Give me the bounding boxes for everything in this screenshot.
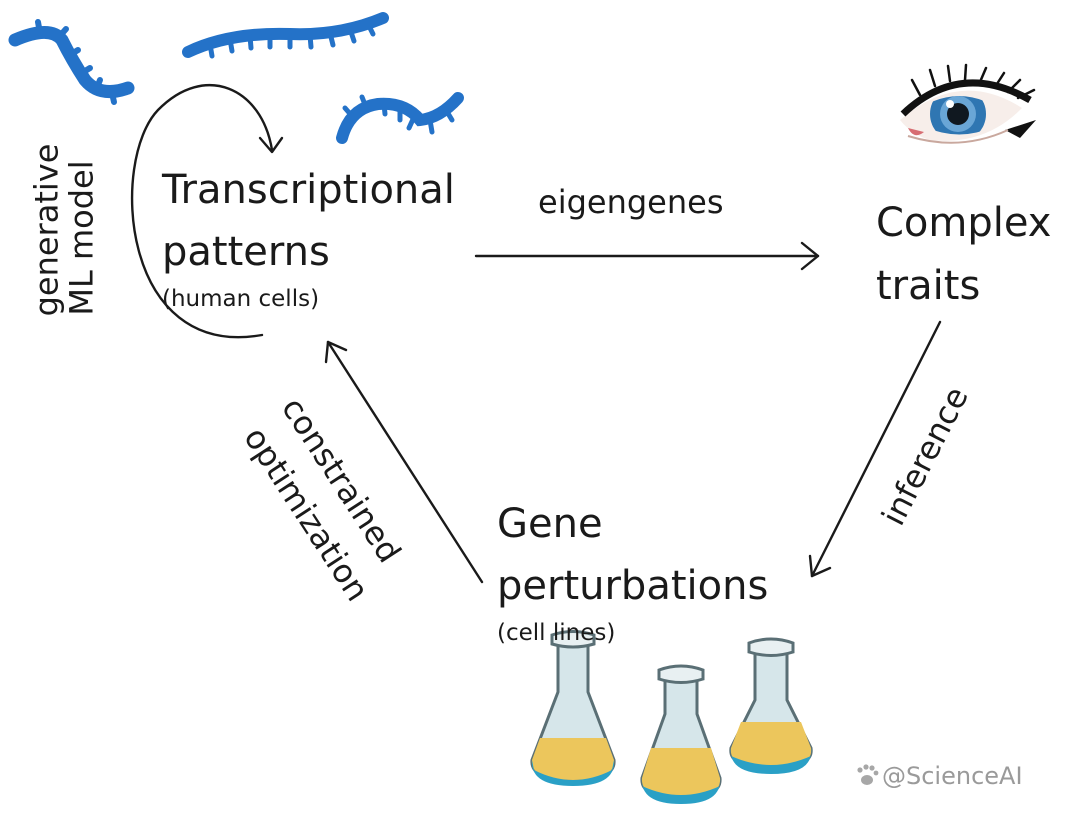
node-perturbations-subtitle: (cell lines)	[497, 620, 616, 646]
flask-icon	[530, 630, 616, 786]
arrow-eigengenes	[474, 241, 820, 271]
node-transcriptional-title-1: Transcriptional	[162, 167, 455, 213]
watermark-paw-icon	[857, 764, 879, 785]
rna-strand-icon	[182, 12, 389, 59]
node-perturbations-title-1: Gene	[497, 501, 603, 547]
arrow-constrained-optimization	[324, 340, 484, 584]
node-complex-title-1: Complex	[876, 200, 1052, 246]
flask-icon	[729, 637, 813, 774]
rna-strand-icon	[336, 92, 464, 144]
arrow-generative-loop	[130, 83, 284, 339]
node-transcriptional-title-2: patterns	[162, 229, 330, 275]
node-transcriptional-subtitle: (human cells)	[162, 286, 320, 312]
edge-label-generative: generative	[27, 143, 66, 317]
edge-label-eigengenes: eigengenes	[538, 183, 724, 221]
arrow-inference	[808, 320, 942, 578]
eye-icon	[900, 63, 1036, 144]
rna-strand-icon	[8, 19, 135, 105]
node-perturbations-title-2: perturbations	[497, 563, 769, 609]
node-complex-title-2: traits	[876, 263, 981, 309]
flask-icon	[640, 664, 722, 804]
watermark-text: @ScienceAI	[882, 762, 1023, 790]
edge-label-ml-model: ML model	[62, 160, 101, 316]
